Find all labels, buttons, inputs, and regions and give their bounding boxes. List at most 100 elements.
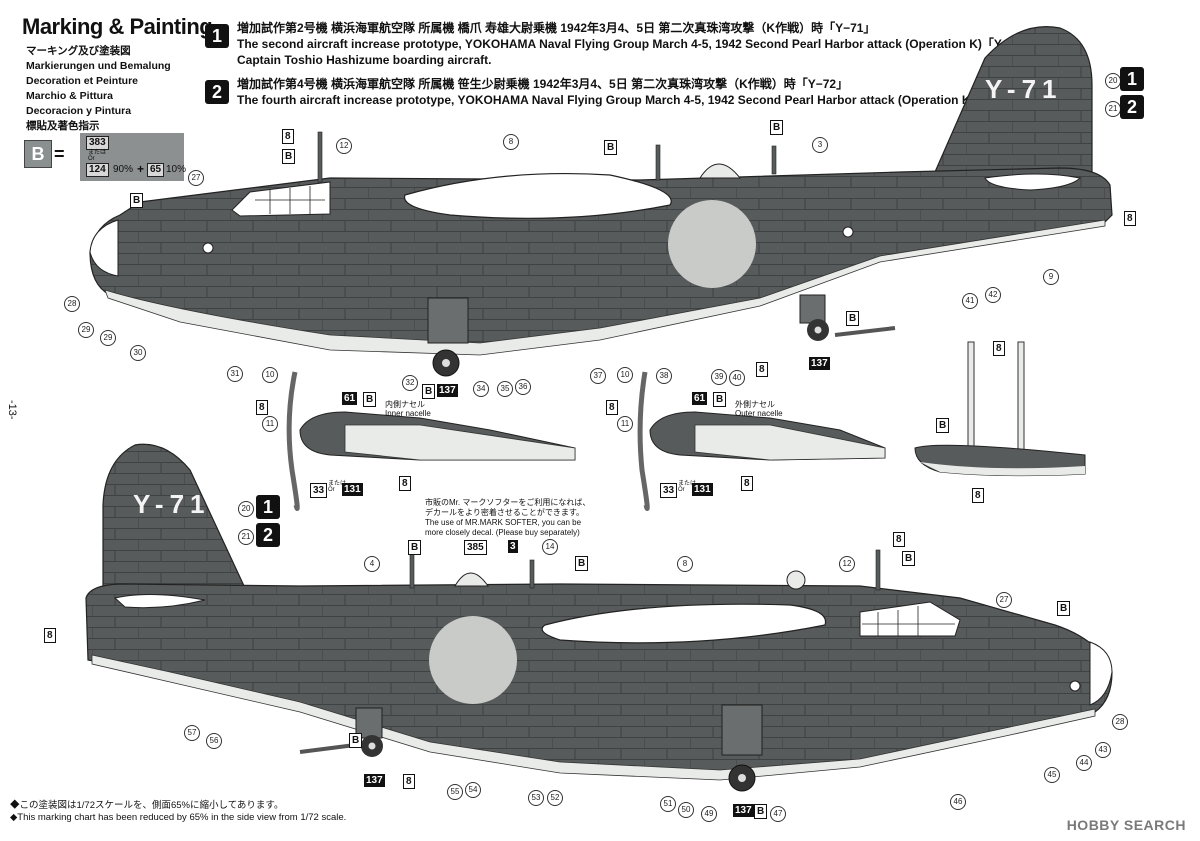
code-8-outer: 8 <box>606 400 618 415</box>
prop-code-outer: 33 <box>660 483 678 498</box>
callout-34: 34 <box>473 381 489 397</box>
callout-32: 32 <box>402 375 418 391</box>
callout-27-bottom: 27 <box>996 592 1012 608</box>
code-8-bottom-top: 8 <box>893 532 905 547</box>
code-8-float-bottom: 8 <box>972 488 984 503</box>
variant-1: 1 増加試作第2号機 横浜海軍航空隊 所属機 橋爪 寿雄大尉乗機 1942年3月… <box>205 20 1035 68</box>
code-b-b4: B <box>1057 601 1071 616</box>
callout-21-bottom: 21 <box>238 529 254 545</box>
equals-sign: = <box>54 144 65 164</box>
color-b-box: B <box>24 140 52 168</box>
code-b-outer: B <box>713 392 727 407</box>
softer-line-1: 市販のMr. マークソフターをご利用になれば、 <box>425 498 591 507</box>
color-mix-legend: B = 383 または Or 124 90% + 65 10% <box>24 133 186 181</box>
page-number: -13- <box>6 400 18 420</box>
callout-21-top: 21 <box>1105 101 1121 117</box>
callout-29b: 29 <box>100 330 116 346</box>
callout-11-inner: 11 <box>262 416 278 432</box>
code-8-inner-bottom: 8 <box>399 476 411 491</box>
callout-45: 45 <box>1044 767 1060 783</box>
callout-12-bottom: 12 <box>839 556 855 572</box>
lang-de: Markierungen und Bemalung <box>26 60 171 72</box>
inner-nacelle-jp: 内側ナセル <box>385 400 425 409</box>
code-383: 383 <box>86 136 109 150</box>
callout-44: 44 <box>1076 755 1092 771</box>
code-b-float: B <box>936 418 950 433</box>
code-b-3: B <box>130 193 144 208</box>
outer-nacelle <box>637 371 886 511</box>
callout-8-bottom: 8 <box>677 556 693 572</box>
pct-a: 90% <box>113 164 134 175</box>
softer-line-3: The use of MR.MARK SOFTER, you can be <box>425 518 582 527</box>
code-b-gear-top: B <box>422 384 436 399</box>
callout-27-top: 27 <box>188 170 204 186</box>
callout-51: 51 <box>660 796 676 812</box>
variant-1-en: The second aircraft increase prototype, … <box>237 37 1035 51</box>
or-small: または Or <box>88 150 107 162</box>
hinomaru-top <box>668 200 756 288</box>
tail-code-bottom: Y-71 <box>133 489 211 519</box>
callout-4: 4 <box>364 556 380 572</box>
callout-43: 43 <box>1095 742 1111 758</box>
callout-3-top: 3 <box>812 137 828 153</box>
code-b-b5: B <box>754 804 768 819</box>
watermark: HOBBY SEARCH <box>1066 817 1186 833</box>
callout-52: 52 <box>547 790 563 806</box>
code-8-float: 8 <box>993 341 1005 356</box>
code-3: 3 <box>508 540 518 553</box>
callout-11-outer: 11 <box>617 416 633 432</box>
callout-38: 38 <box>656 368 672 384</box>
tail-code-top: Y-71 <box>985 74 1063 104</box>
inner-nacelle-label: 内側ナセル Inner nacelle <box>385 400 431 418</box>
callout-37: 37 <box>590 368 606 384</box>
or-inner: または Or <box>328 481 347 493</box>
variant-2-number: 2 <box>205 80 229 104</box>
decal-1-bottom: 1 <box>256 495 280 519</box>
callout-28-top: 28 <box>64 296 80 312</box>
decal-1-top: 1 <box>1120 67 1144 91</box>
prop-alt-outer: 131 <box>692 483 713 496</box>
softer-line-2: デカールをより密着させることができます。 <box>425 508 585 517</box>
callout-20-top: 20 <box>1105 73 1121 89</box>
footnote-jp: ◆この塗装図は1/72スケールを、側面65%に縮小してあります。 <box>10 800 284 811</box>
callout-8-top: 8 <box>503 134 519 150</box>
prop-code-inner: 33 <box>310 483 328 498</box>
variant-1-number: 1 <box>205 24 229 48</box>
outer-nacelle-label: 外側ナセル Outer nacelle <box>735 400 783 418</box>
callout-10-inner: 10 <box>262 367 278 383</box>
prop-alt-inner: 131 <box>342 483 363 496</box>
lang-fr: Decoration et Peinture <box>26 75 139 87</box>
inner-nacelle <box>286 371 576 511</box>
callout-35: 35 <box>497 381 513 397</box>
code-137-bottom-rear: 137 <box>364 774 385 787</box>
callout-29: 29 <box>78 322 94 338</box>
outer-nacelle-jp: 外側ナセル <box>735 400 775 409</box>
callout-28-bottom: 28 <box>1112 714 1128 730</box>
code-65: 65 <box>147 163 165 177</box>
callout-49: 49 <box>701 806 717 822</box>
code-137-top-rear: 137 <box>809 357 830 370</box>
hinomaru-bottom <box>429 616 517 704</box>
language-list: マーキング及び塗装図 Markierungen und Bemalung Dec… <box>26 44 171 134</box>
code-8-bottom-tail: 8 <box>44 628 56 643</box>
code-8-outer-bottom: 8 <box>741 476 753 491</box>
callout-42: 42 <box>985 287 1001 303</box>
callout-36: 36 <box>515 379 531 395</box>
callout-39: 39 <box>711 369 727 385</box>
variant-2-en: The fourth aircraft increase prototype, … <box>237 93 1027 107</box>
outer-nacelle-en: Outer nacelle <box>735 409 783 418</box>
callout-55: 55 <box>447 784 463 800</box>
lang-it: Marchio & Pittura <box>26 90 113 102</box>
lang-cn: 標貼及著色指示 <box>26 120 100 132</box>
variant-1-en2: Captain Toshio Hashizume boarding aircra… <box>237 53 492 67</box>
bottom-side-view: Y-71 <box>85 443 1113 792</box>
code-137-bottom: 137 <box>733 804 754 817</box>
code-8-inner: 8 <box>256 400 268 415</box>
top-side-view: Y-71 <box>89 26 1113 377</box>
code-137-top: 137 <box>437 384 458 397</box>
footnotes: ◆この塗装図は1/72スケールを、側面65%に縮小してあります。 ◆This m… <box>10 800 346 824</box>
wing-float <box>914 341 1086 477</box>
code-b-b1: B <box>408 540 422 555</box>
inner-nacelle-en: Inner nacelle <box>385 409 431 418</box>
